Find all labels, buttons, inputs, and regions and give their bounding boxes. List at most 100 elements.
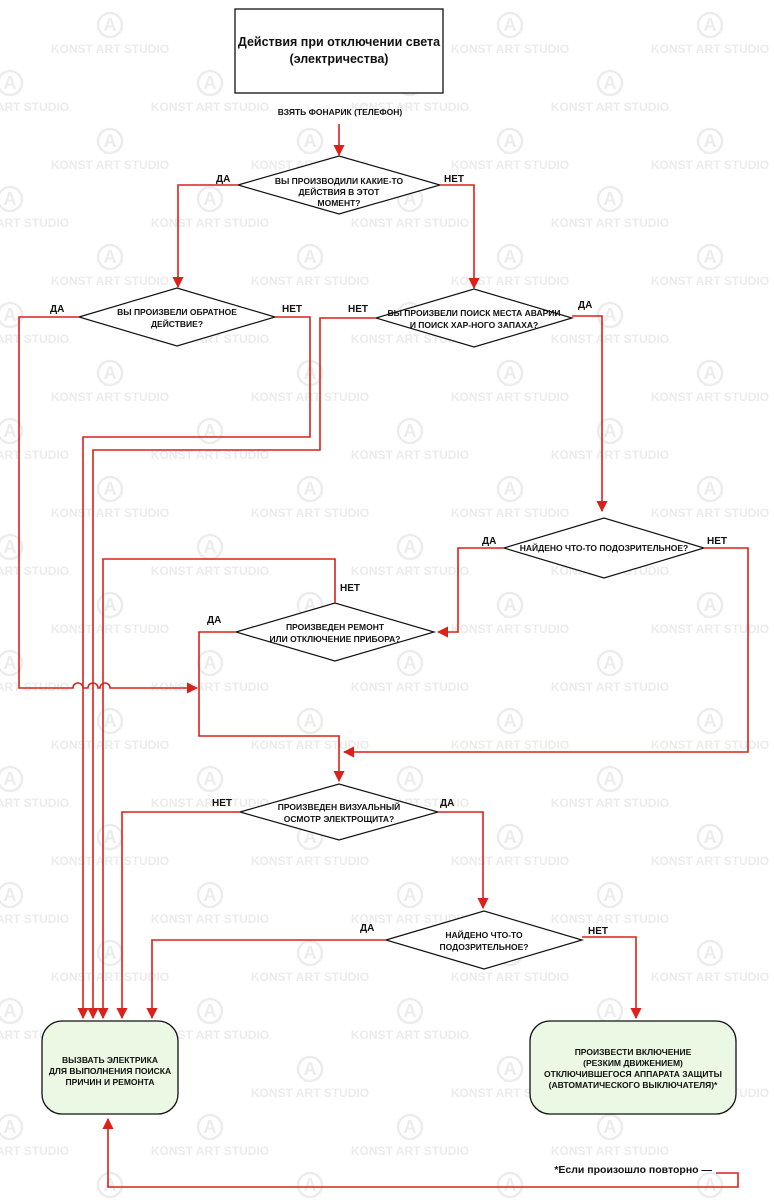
svg-text:KONST ART STUDIO: KONST ART STUDIO [51,738,169,752]
watermark-logo: A KONST ART STUDIO [151,649,269,694]
arrow-q2-yes [18,316,199,694]
branch-labels: ДА НЕТ ДА НЕТ НЕТ ДА ДА НЕТ НЕТ ДА НЕТ Д… [50,174,727,937]
svg-text:KONST ART STUDIO: KONST ART STUDIO [51,506,169,520]
watermark-logo: A KONST ART STUDIO [51,475,169,520]
svg-text:KONST ART STUDIO: KONST ART STUDIO [451,738,569,752]
label-q1-no: НЕТ [444,174,464,185]
svg-text:A: A [4,189,17,209]
svg-text:KONST ART STUDIO: KONST ART STUDIO [251,854,369,868]
outcome-switch-on [529,1020,737,1115]
svg-text:A: A [304,1175,317,1195]
arrow-q1-no [440,184,480,290]
svg-text:KONST ART STUDIO: KONST ART STUDIO [251,970,369,984]
svg-text:KONST ART STUDIO: KONST ART STUDIO [551,332,669,346]
svg-text:KONST ART STUDIO: KONST ART STUDIO [251,1086,369,1100]
svg-text:KONST ART STUDIO: KONST ART STUDIO [351,564,469,578]
svg-text:KONST ART STUDIO: KONST ART STUDIO [251,274,369,288]
watermark-logo: A KONST ART STUDIO [0,881,69,926]
svg-text:KONST ART STUDIO: KONST ART STUDIO [0,448,69,462]
svg-text:KONST ART STUDIO: KONST ART STUDIO [551,796,669,810]
svg-text:KONST ART STUDIO: KONST ART STUDIO [51,854,169,868]
svg-text:A: A [4,421,17,441]
svg-text:A: A [304,711,317,731]
svg-text:A: A [504,1175,517,1195]
svg-text:KONST ART STUDIO: KONST ART STUDIO [151,680,269,694]
svg-text:A: A [504,1059,517,1079]
arrow-q4-no [342,547,749,758]
svg-text:A: A [404,421,417,441]
watermark-logo: A KONST ART STUDIO [51,127,169,172]
label-q2-yes: ДА [50,304,64,315]
svg-text:KONST ART STUDIO: KONST ART STUDIO [51,158,169,172]
svg-text:KONST ART STUDIO: KONST ART STUDIO [51,390,169,404]
svg-text:A: A [504,131,517,151]
svg-text:A: A [404,885,417,905]
svg-text:KONST ART STUDIO: KONST ART STUDIO [551,1144,669,1158]
svg-text:A: A [604,189,617,209]
arrow-q3-no [87,317,376,1020]
svg-text:A: A [4,885,17,905]
label-q1-yes: ДА [216,174,230,185]
svg-text:ДЛЯ ВЫПОЛНЕНИЯ ПОИСКА: ДЛЯ ВЫПОЛНЕНИЯ ПОИСКА [49,1066,171,1076]
label-q4-no: НЕТ [707,536,727,547]
label-q6-no: НЕТ [212,798,232,809]
svg-text:A: A [304,1059,317,1079]
svg-text:A: A [604,1117,617,1137]
svg-text:A: A [104,827,117,847]
svg-text:ДЕЙСТВИЕ?: ДЕЙСТВИЕ? [151,318,203,329]
svg-text:KONST ART STUDIO: KONST ART STUDIO [0,912,69,926]
label-q5-yes: ДА [207,615,221,626]
svg-text:A: A [104,131,117,151]
svg-text:KONST ART STUDIO: KONST ART STUDIO [351,680,469,694]
svg-text:A: A [704,1175,717,1195]
svg-text:A: A [704,595,717,615]
svg-text:A: A [204,1117,217,1137]
svg-text:A: A [4,769,17,789]
svg-text:A: A [504,711,517,731]
footnote: *Если произошло повторно — [554,1164,712,1176]
svg-text:KONST ART STUDIO: KONST ART STUDIO [551,100,669,114]
svg-text:A: A [204,653,217,673]
svg-text:KONST ART STUDIO: KONST ART STUDIO [151,1144,269,1158]
svg-text:A: A [404,653,417,673]
svg-text:KONST ART STUDIO: KONST ART STUDIO [651,970,769,984]
svg-text:KONST ART STUDIO: KONST ART STUDIO [551,448,669,462]
svg-text:A: A [4,305,17,325]
svg-text:A: A [604,421,617,441]
svg-text:A: A [104,15,117,35]
svg-text:A: A [404,537,417,557]
svg-text:(РЕЗКИМ ДВИЖЕНИЕМ): (РЕЗКИМ ДВИЖЕНИЕМ) [583,1058,683,1068]
svg-text:KONST ART STUDIO: KONST ART STUDIO [351,912,469,926]
svg-text:KONST ART STUDIO: KONST ART STUDIO [551,680,669,694]
arrow-q5-yes [198,631,345,783]
svg-text:A: A [504,247,517,267]
svg-text:ПРОИЗВЕДЕН РЕМОНТ: ПРОИЗВЕДЕН РЕМОНТ [286,622,385,632]
svg-text:A: A [604,1001,617,1021]
svg-text:A: A [404,1001,417,1021]
svg-text:A: A [704,363,717,383]
svg-text:KONST ART STUDIO: KONST ART STUDIO [151,796,269,810]
svg-text:A: A [104,479,117,499]
svg-text:A: A [204,1001,217,1021]
label-q5-no: НЕТ [340,583,360,594]
svg-text:KONST ART STUDIO: KONST ART STUDIO [651,506,769,520]
